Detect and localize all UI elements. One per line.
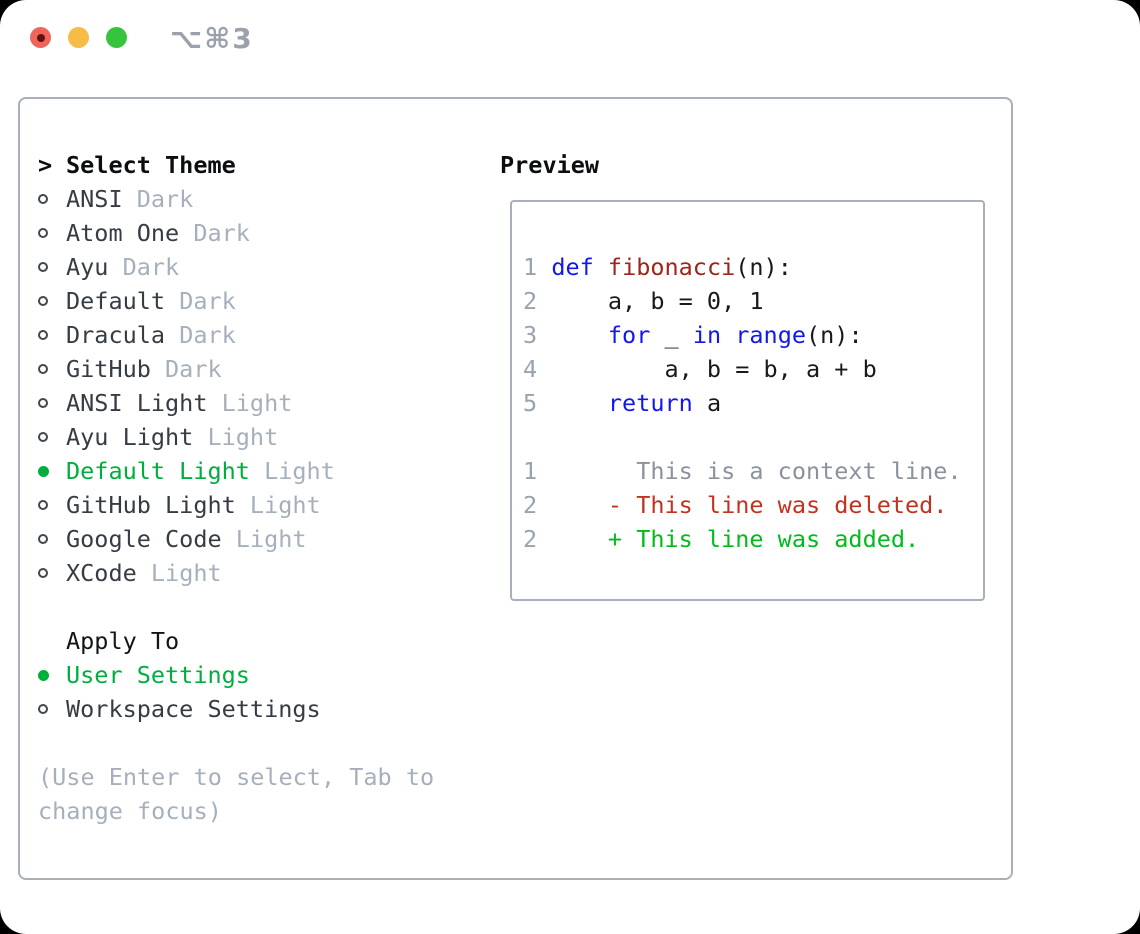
apply-option-user-settings[interactable]: User Settings: [38, 658, 321, 692]
theme-list-header: > Select Theme: [38, 148, 335, 182]
radio-unselected-icon: [38, 364, 66, 374]
option-label: Workspace Settings: [66, 695, 321, 723]
theme-option-atom-one[interactable]: Atom One Dark: [38, 216, 335, 250]
option-label: ANSI Light Light: [66, 389, 293, 417]
minimize-button[interactable]: [68, 27, 89, 48]
option-label: XCode Light: [66, 559, 222, 587]
option-label: Atom One Dark: [66, 219, 250, 247]
close-button[interactable]: [30, 27, 51, 48]
theme-option-ansi-light[interactable]: ANSI Light Light: [38, 386, 335, 420]
option-label: GitHub Dark: [66, 355, 222, 383]
option-label: Default Dark: [66, 287, 236, 315]
option-label: GitHub Light Light: [66, 491, 321, 519]
theme-option-default-light[interactable]: Default Light Light: [38, 454, 335, 488]
radio-selected-icon: [38, 465, 66, 477]
unsaved-dot-icon: [36, 33, 45, 42]
radio-unselected-icon: [38, 500, 66, 510]
radio-unselected-icon: [38, 534, 66, 544]
traffic-lights: [30, 27, 127, 48]
radio-unselected-icon: [38, 194, 66, 204]
preview-line: 4 a, b = b, a + b: [523, 355, 877, 383]
preview-title: Preview: [500, 151, 600, 179]
theme-option-xcode[interactable]: XCode Light: [38, 556, 335, 590]
preview-line: [523, 420, 983, 454]
help-text: (Use Enter to select, Tab to change focu…: [38, 760, 434, 828]
preview-line: 1 This is a context line.: [523, 457, 962, 485]
option-label: Ayu Light Light: [66, 423, 279, 451]
radio-unselected-icon: [38, 296, 66, 306]
theme-option-default[interactable]: Default Dark: [38, 284, 335, 318]
theme-option-ayu-light[interactable]: Ayu Light Light: [38, 420, 335, 454]
radio-unselected-icon: [38, 704, 66, 714]
help-line-1: (Use Enter to select, Tab to: [38, 763, 435, 791]
help-line-2: change focus): [38, 797, 222, 825]
option-label: Default Light Light: [66, 457, 335, 485]
option-label: Google Code Light: [66, 525, 307, 553]
preview-box: 1 def fibonacci(n): 2 a, b = 0, 1 3 for _ …: [510, 200, 985, 601]
preview-line: 2 a, b = 0, 1: [523, 287, 764, 315]
option-label: Dracula Dark: [66, 321, 236, 349]
apply-to-title: Apply To: [66, 627, 180, 655]
window-shortcut-label: ⌥⌘3: [170, 22, 254, 55]
theme-option-github[interactable]: GitHub Dark: [38, 352, 335, 386]
theme-option-dracula[interactable]: Dracula Dark: [38, 318, 335, 352]
preview-line: 2 - This line was deleted.: [523, 491, 948, 519]
radio-unselected-icon: [38, 330, 66, 340]
option-label: User Settings: [66, 661, 250, 689]
zoom-button[interactable]: [106, 27, 127, 48]
apply-to-header: Apply To: [38, 624, 321, 658]
preview-line: 5 return a: [523, 389, 722, 417]
apply-option-workspace-settings[interactable]: Workspace Settings: [38, 692, 321, 726]
theme-list-title: Select Theme: [66, 151, 236, 179]
radio-unselected-icon: [38, 568, 66, 578]
titlebar: ⌥⌘3: [0, 0, 1140, 76]
radio-unselected-icon: [38, 228, 66, 238]
radio-unselected-icon: [38, 262, 66, 272]
theme-option-ayu[interactable]: Ayu Dark: [38, 250, 335, 284]
focus-arrow-icon: >: [38, 151, 53, 179]
preview-line: 3 for _ in range(n):: [523, 321, 863, 349]
theme-option-github-light[interactable]: GitHub Light Light: [38, 488, 335, 522]
preview-line: 1 def fibonacci(n):: [523, 253, 792, 281]
option-label: Ayu Dark: [66, 253, 180, 281]
radio-unselected-icon: [38, 398, 66, 408]
radio-selected-icon: [38, 669, 66, 681]
radio-unselected-icon: [38, 432, 66, 442]
theme-option-google-code[interactable]: Google Code Light: [38, 522, 335, 556]
theme-option-ansi[interactable]: ANSI Dark: [38, 182, 335, 216]
preview-line: 2 + This line was added.: [523, 525, 920, 553]
option-label: ANSI Dark: [66, 185, 194, 213]
preview-line: [523, 216, 983, 250]
